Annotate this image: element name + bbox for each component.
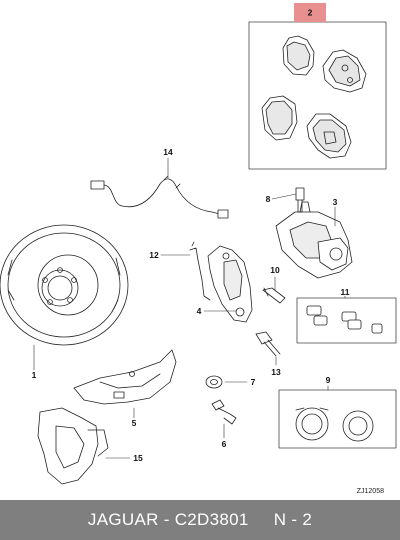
callout-13: 13 bbox=[271, 367, 281, 377]
callout-3: 3 bbox=[333, 197, 338, 207]
washer bbox=[205, 375, 223, 389]
brake-disc bbox=[0, 224, 129, 346]
quantity: N - 2 bbox=[273, 510, 313, 529]
splash-shield bbox=[73, 349, 177, 405]
callout-14: 14 bbox=[163, 147, 173, 157]
caliper-carrier bbox=[207, 245, 253, 323]
callout-10: 10 bbox=[270, 265, 280, 275]
footer-gap bbox=[249, 510, 274, 530]
backing-plate bbox=[37, 407, 109, 485]
brake-pad-bottom-right bbox=[306, 113, 352, 159]
callout-8: 8 bbox=[266, 194, 271, 204]
piston-kit-parts bbox=[295, 407, 374, 442]
callout-11: 11 bbox=[341, 287, 350, 297]
callout-2: 2 bbox=[308, 8, 313, 18]
callout-15: 15 bbox=[133, 453, 143, 463]
callout-2-highlight bbox=[294, 3, 326, 22]
callout-12: 12 bbox=[149, 250, 159, 260]
part-info-bar: JAGUAR - C2D3801 N - 2 bbox=[0, 500, 400, 540]
wear-sensor-cable bbox=[90, 175, 229, 219]
callout-1: 1 bbox=[32, 370, 37, 380]
reference-code: ZJ12058 bbox=[357, 488, 384, 495]
bleed-nipple bbox=[211, 399, 237, 425]
brake-pad-bottom-left bbox=[261, 95, 298, 141]
brake-pad-top-left bbox=[282, 35, 315, 76]
callout-9: 9 bbox=[326, 375, 331, 385]
part-number: C2D3801 bbox=[174, 510, 249, 529]
callout-4: 4 bbox=[197, 306, 202, 316]
seal-kit-parts bbox=[306, 305, 383, 334]
callout-7: 7 bbox=[251, 377, 256, 387]
callout-6: 6 bbox=[222, 439, 227, 449]
caliper bbox=[275, 201, 353, 279]
pad-wear-sensor bbox=[189, 241, 211, 301]
callout-5: 5 bbox=[132, 418, 137, 428]
bleed-screw bbox=[295, 187, 305, 213]
caliper-bolt bbox=[255, 331, 281, 357]
guide-pin bbox=[262, 287, 286, 304]
brake-pad-top-right bbox=[322, 49, 367, 93]
brand-separator: - bbox=[158, 510, 175, 529]
brand-name: JAGUAR bbox=[87, 510, 159, 529]
exploded-brake-diagram: 2 14 8 3 12 10 11 4 13 1 7 9 5 6 15 ZJ12… bbox=[0, 3, 397, 495]
